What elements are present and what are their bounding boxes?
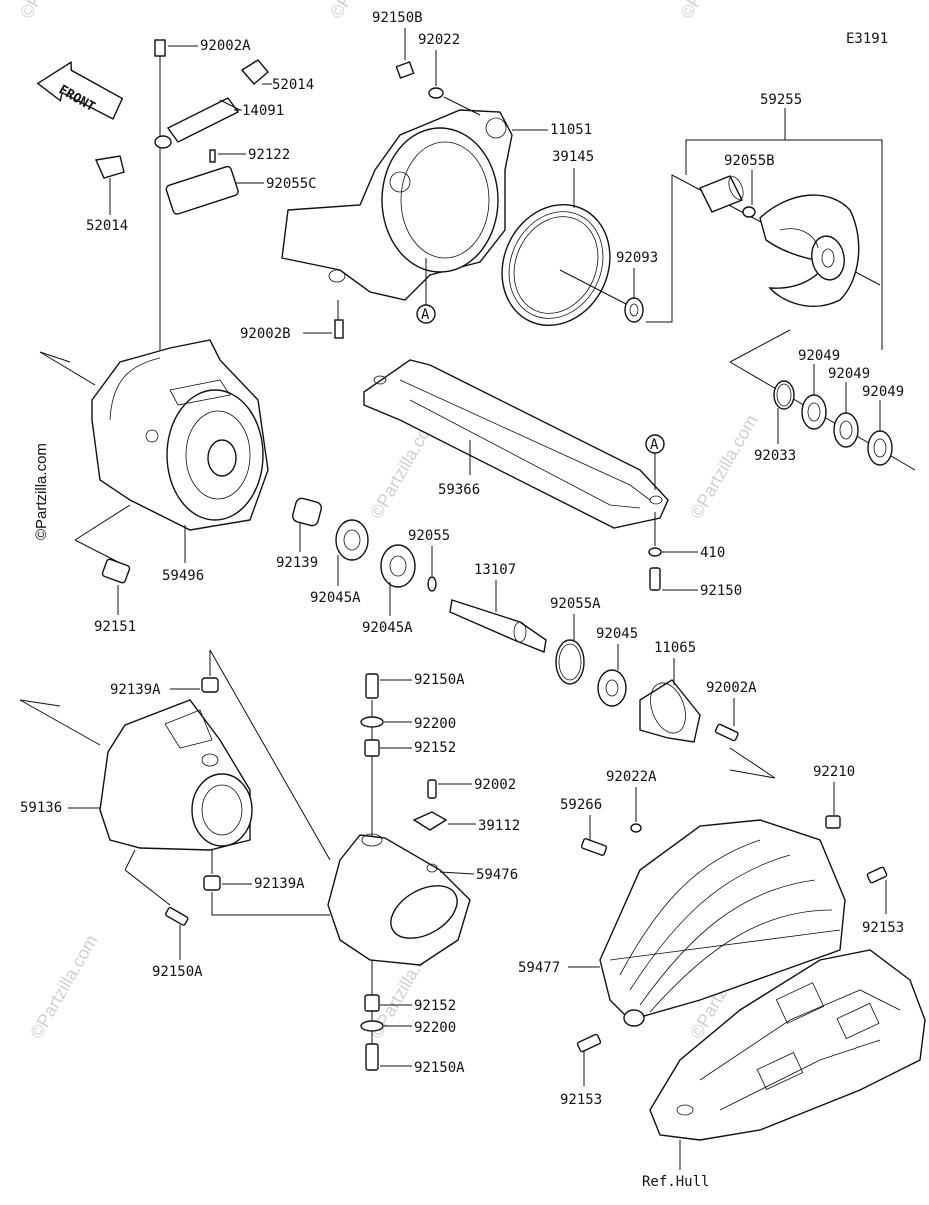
part-label[interactable]: 92093	[616, 250, 658, 266]
part-label[interactable]: 92022	[418, 32, 460, 48]
part-label[interactable]: 92152	[414, 740, 456, 756]
part-label[interactable]: 14091	[242, 103, 284, 119]
part-label[interactable]: 92049	[862, 384, 904, 400]
callout-letter: A	[421, 307, 430, 323]
pump-plate-59366	[363, 359, 669, 529]
part-label[interactable]: 92055C	[266, 176, 317, 192]
o-ring-92055A	[555, 639, 585, 685]
part-label[interactable]: 13107	[474, 562, 516, 578]
part-label[interactable]: 11065	[654, 640, 696, 656]
fitting-assembly	[94, 39, 269, 480]
deflector-59476	[327, 833, 471, 966]
part-label[interactable]: 59477	[518, 960, 560, 976]
part-label[interactable]: 92150A	[414, 672, 465, 688]
part-label[interactable]: 92045A	[310, 590, 361, 606]
part-label[interactable]: 39145	[552, 149, 594, 165]
part-label[interactable]: 92049	[798, 348, 840, 364]
ref-hull-label[interactable]: Ref.Hull	[642, 1174, 709, 1190]
part-label[interactable]: 92045	[596, 626, 638, 642]
bushing-92139	[291, 497, 323, 527]
impeller-sleeve	[699, 175, 744, 213]
part-label[interactable]: 92200	[414, 716, 456, 732]
bearing-92045A	[335, 519, 369, 561]
part-label[interactable]: 92045A	[362, 620, 413, 636]
part-label[interactable]: 92055A	[550, 596, 601, 612]
seal-92049	[801, 394, 893, 466]
part-label[interactable]: 92022A	[606, 769, 657, 785]
part-label[interactable]: 59366	[438, 482, 480, 498]
housing-11051	[281, 109, 513, 301]
part-label[interactable]: 92151	[94, 619, 136, 635]
watermark: ©Partzilla.com	[686, 411, 761, 522]
part-label[interactable]: 59255	[760, 92, 802, 108]
part-label[interactable]: 92002	[474, 777, 516, 793]
watermark: ©Partzilla.com	[16, 0, 91, 22]
part-label[interactable]: 52014	[272, 77, 314, 93]
watermark: ©Partzilla.com	[676, 0, 751, 22]
bearing-92045A	[380, 544, 416, 588]
pump-case-59496	[91, 339, 269, 531]
part-label[interactable]: 410	[700, 545, 725, 561]
bushing-92139A	[201, 677, 219, 693]
bushing-92139A	[203, 875, 221, 891]
drive-shaft-13107	[449, 599, 547, 653]
part-label[interactable]: 92200	[414, 1020, 456, 1036]
part-label[interactable]: 59266	[560, 797, 602, 813]
cap-11065	[639, 679, 701, 743]
hull-ref	[649, 949, 926, 1141]
side-watermark: ©Partzilla.com	[33, 443, 50, 540]
part-label[interactable]: 92049	[828, 366, 870, 382]
part-label[interactable]: 92139	[276, 555, 318, 571]
part-label[interactable]: 92150A	[152, 964, 203, 980]
part-label[interactable]: 92033	[754, 448, 796, 464]
front-arrow: FRONT	[36, 61, 124, 120]
watermark: ©Partzilla.com	[26, 931, 101, 1042]
liner-ring-39145	[501, 203, 611, 327]
impeller-59255	[759, 194, 860, 307]
intake-grate-cover-59477	[599, 819, 846, 1027]
part-label[interactable]: 92210	[813, 764, 855, 780]
callout-letter: A	[650, 437, 659, 453]
part-label[interactable]: 92055	[408, 528, 450, 544]
part-label[interactable]: 11051	[550, 122, 592, 138]
part-label[interactable]: 92139A	[110, 682, 161, 698]
part-label[interactable]: 59476	[476, 867, 518, 883]
stopper-39112	[412, 811, 448, 831]
part-label[interactable]: 39112	[478, 818, 520, 834]
part-label[interactable]: 92152	[414, 998, 456, 1014]
part-label[interactable]: 92153	[560, 1092, 602, 1108]
part-label[interactable]: 92055B	[724, 153, 775, 169]
bearing-92045	[597, 669, 627, 707]
nozzle-59136	[99, 699, 253, 851]
part-label[interactable]: 92002B	[240, 326, 291, 342]
part-label[interactable]: 92150A	[414, 1060, 465, 1076]
part-label[interactable]: 59496	[162, 568, 204, 584]
part-label[interactable]: 92002A	[706, 680, 757, 696]
diagram-code: E3191	[846, 31, 888, 47]
part-label[interactable]: 92122	[248, 147, 290, 163]
part-label[interactable]: 52014	[86, 218, 128, 234]
part-label[interactable]: 59136	[20, 800, 62, 816]
part-label[interactable]: 92139A	[254, 876, 305, 892]
part-label[interactable]: 92002A	[200, 38, 251, 54]
part-label[interactable]: 92153	[862, 920, 904, 936]
part-label[interactable]: 92150	[700, 583, 742, 599]
part-label[interactable]: 92150B	[372, 10, 423, 26]
